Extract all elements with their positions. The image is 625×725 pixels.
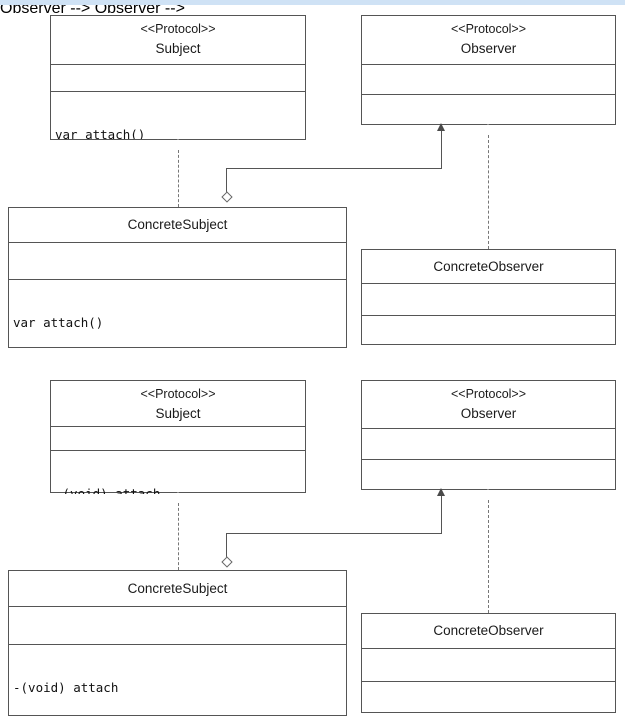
operations-compartment-observer-objc: -(void) update — [362, 459, 615, 489]
aggregation-line-vertical-right-objc — [441, 493, 442, 534]
attributes-compartment-observer-swift — [362, 64, 615, 94]
attributes-compartment-subject-swift — [51, 64, 305, 91]
class-name-label: Observer — [460, 406, 517, 421]
class-name-label: Observer — [460, 41, 517, 56]
class-header-concreteobserver-swift: ConcreteObserver — [362, 250, 615, 283]
operations-compartment-subject-swift: var attach() var detach() var notifyObse… — [51, 91, 305, 139]
attributes-compartment-concretesubject-swift: var observers: Array — [9, 242, 346, 279]
attributes-compartment-subject-objc — [51, 426, 305, 450]
class-name-label: Subject — [155, 41, 201, 56]
aggregation-line-vertical-right-swift — [441, 128, 442, 169]
attributes-compartment-concreteobserver-objc — [362, 648, 615, 681]
operations-compartment-concreteobserver-swift: var update() — [362, 315, 615, 344]
aggregation-diamond-icon — [221, 191, 233, 203]
operations-compartment-concretesubject-objc: -(void) attach -(void) detach -(void) no… — [9, 644, 346, 715]
aggregation-line-vertical-left-swift — [226, 168, 227, 198]
realization-line-concretesubject-subject-objc — [178, 503, 179, 570]
operations-compartment-concreteobserver-objc: -(void) update — [362, 681, 615, 712]
aggregation-line-horizontal-swift — [226, 168, 441, 169]
attributes-compartment-observer-objc — [362, 428, 615, 459]
aggregation-line-horizontal-objc — [226, 533, 441, 534]
class-name-label: ConcreteObserver — [433, 623, 544, 638]
class-header-subject-swift: <<Protocol>> Subject — [51, 16, 305, 64]
class-name-label: ConcreteObserver — [433, 259, 544, 274]
aggregation-diamond-icon — [221, 556, 233, 568]
stereotype-label: <<Protocol>> — [450, 22, 527, 36]
class-header-subject-objc: <<Protocol>> Subject — [51, 381, 305, 426]
realization-line-concreteobserver-observer-swift — [488, 135, 489, 249]
top-accent-band — [0, 0, 625, 5]
attributes-compartment-concreteobserver-swift — [362, 283, 615, 315]
class-box-observer-protocol-objc[interactable]: <<Protocol>> Observer -(void) update — [361, 380, 616, 490]
class-name-label: ConcreteSubject — [127, 581, 228, 596]
class-header-concreteobserver-objc: ConcreteObserver — [362, 614, 615, 648]
class-box-subject-protocol-swift[interactable]: <<Protocol>> Subject var attach() var de… — [50, 15, 306, 140]
class-box-subject-protocol-objc[interactable]: <<Protocol>> Subject -(void) attach -(vo… — [50, 380, 306, 494]
realization-line-concreteobserver-observer-objc — [488, 500, 489, 613]
aggregation-arrowhead-icon — [437, 488, 445, 496]
aggregation-line-vertical-left-objc — [226, 533, 227, 563]
operation-line: -(void) attach — [55, 486, 161, 494]
class-header-concretesubject-objc: ConcreteSubject — [9, 571, 346, 606]
operation-line: var attach() — [13, 315, 104, 330]
class-box-observer-protocol-swift[interactable]: <<Protocol>> Observer var update() — [361, 15, 616, 125]
class-name-label: Subject — [155, 406, 201, 421]
operation-line: var attach() — [55, 127, 146, 139]
class-header-concretesubject-swift: ConcreteSubject — [9, 208, 346, 242]
operations-compartment-concretesubject-swift: var attach() var detach() var notifyObse… — [9, 279, 346, 347]
stereotype-label: <<Protocol>> — [140, 387, 216, 401]
class-box-concrete-observer-swift[interactable]: ConcreteObserver var update() — [361, 249, 616, 345]
attributes-compartment-concretesubject-objc: NSMutableArray* observers — [9, 606, 346, 644]
class-box-concrete-subject-swift[interactable]: ConcreteSubject var observers: Array var… — [8, 207, 347, 348]
class-box-concrete-observer-objc[interactable]: ConcreteObserver -(void) update — [361, 613, 616, 713]
class-box-concrete-subject-objc[interactable]: ConcreteSubject NSMutableArray* observer… — [8, 570, 347, 716]
aggregation-arrowhead-icon — [437, 123, 445, 131]
operations-compartment-observer-swift: var update() — [362, 94, 615, 124]
class-name-label: ConcreteSubject — [127, 217, 228, 232]
stereotype-label: <<Protocol>> — [140, 22, 216, 36]
class-header-observer-objc: <<Protocol>> Observer — [362, 381, 615, 428]
realization-line-concretesubject-subject-swift — [178, 150, 179, 207]
class-header-observer-swift: <<Protocol>> Observer — [362, 16, 615, 64]
operations-compartment-subject-objc: -(void) attach -(void) detach -(void) no… — [51, 450, 305, 494]
operation-line: -(void) attach — [13, 680, 119, 695]
stereotype-label: <<Protocol>> — [450, 387, 527, 401]
